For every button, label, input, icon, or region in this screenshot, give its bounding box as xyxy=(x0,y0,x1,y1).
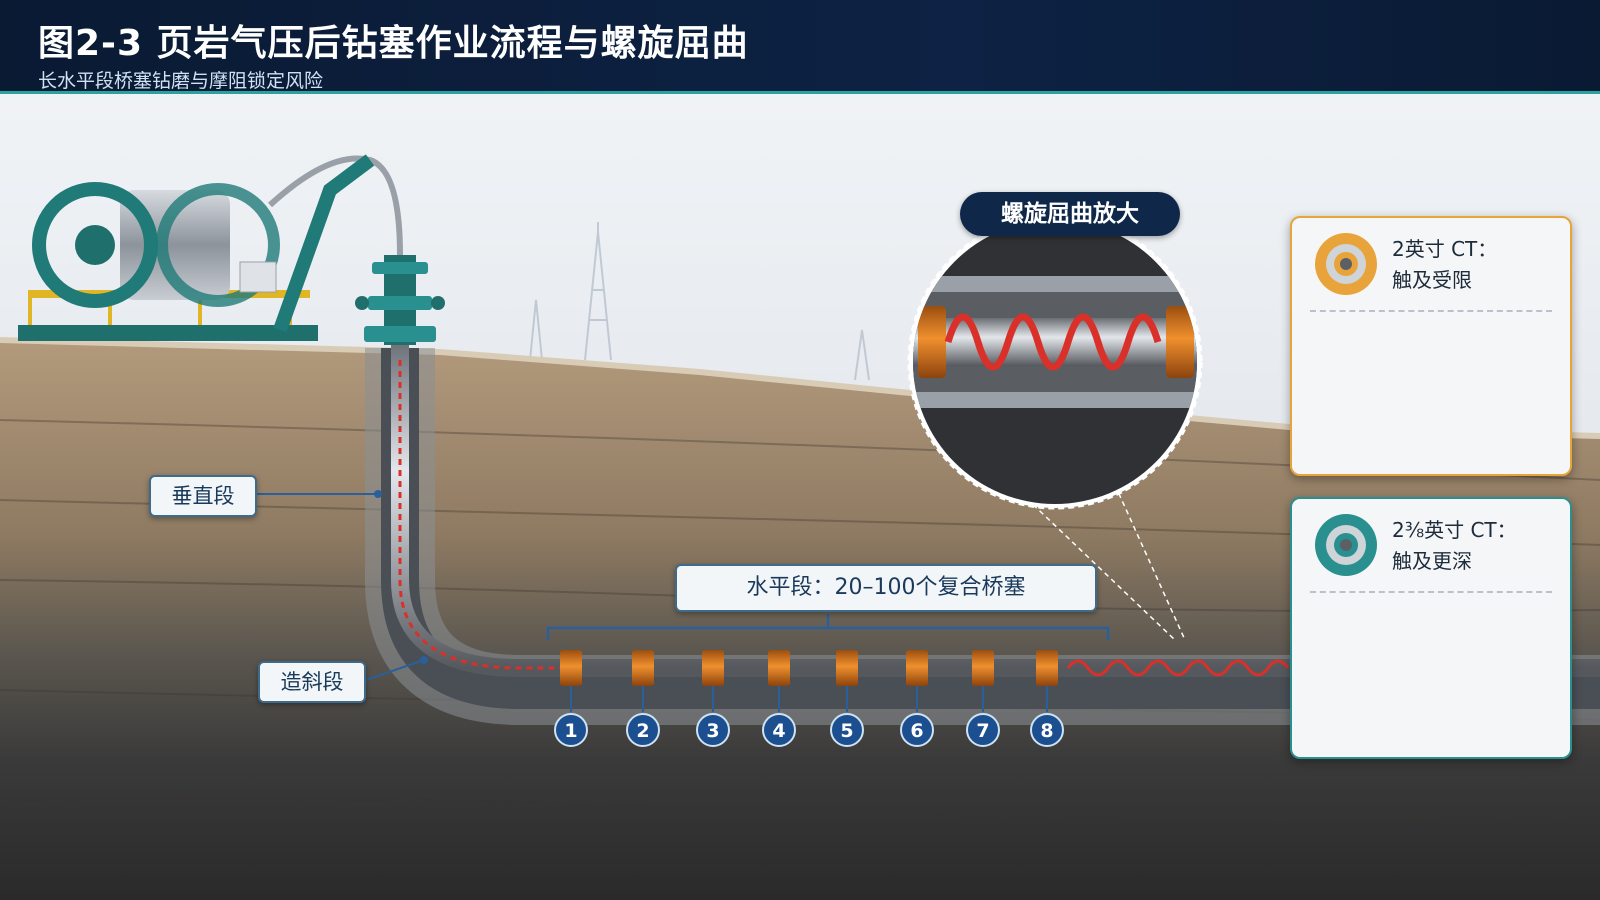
card-title: 2英寸 CT： xyxy=(1392,237,1498,261)
horizontal-bracket xyxy=(546,614,1110,640)
page-subtitle: 长水平段桥塞钻磨与摩阻锁定风险 xyxy=(38,70,324,92)
tubing-cross-section-icon xyxy=(1315,514,1377,576)
page-title: 图2-3 页岩气压后钻塞作业流程与螺旋屈曲 xyxy=(38,23,749,64)
card-divider xyxy=(1310,310,1552,312)
card-divider xyxy=(1310,591,1552,593)
bridge-plugs xyxy=(560,650,1058,686)
wellhead xyxy=(267,155,445,345)
plug-markers: 1 2 3 4 5 6 7 xyxy=(554,686,1064,747)
plug-marker-6: 6 xyxy=(900,686,934,747)
plug-marker-3: 3 xyxy=(696,686,730,747)
plug-number: 5 xyxy=(840,720,853,742)
plug-marker-4: 4 xyxy=(762,686,796,747)
plug-number: 1 xyxy=(564,720,577,742)
horizontal-section-label: 水平段：20–100个复合桥塞 xyxy=(675,564,1097,612)
plug-number: 6 xyxy=(910,720,923,742)
plug-number: 8 xyxy=(1040,720,1053,742)
zoom-title: 螺旋屈曲放大 xyxy=(960,192,1180,236)
plug-number: 4 xyxy=(772,720,785,742)
card-text: 2英寸 CT： 触及受限 xyxy=(1392,234,1497,296)
plug-marker-2: 2 xyxy=(626,686,660,747)
card-text: 2⅜英寸 CT： 触及更深 xyxy=(1392,515,1517,577)
vertical-section-label: 垂直段 xyxy=(149,475,257,517)
ct-2-3-8in-card: 2⅜英寸 CT： 触及更深 xyxy=(1290,497,1572,759)
helical-buckling-wave xyxy=(1066,659,1290,677)
plug-number: 3 xyxy=(706,720,719,742)
card-desc: 触及受限 xyxy=(1392,268,1472,292)
coil-tubing-unit xyxy=(18,154,375,341)
plug-marker-8: 8 xyxy=(1030,686,1064,747)
plug-marker-5: 5 xyxy=(830,686,864,747)
distant-rigs xyxy=(529,222,870,381)
plug-number: 2 xyxy=(636,720,649,742)
plug-number: 7 xyxy=(976,720,989,742)
card-title: 2⅜英寸 CT： xyxy=(1392,518,1517,542)
plug-marker-7: 7 xyxy=(966,686,1000,747)
card-desc: 触及更深 xyxy=(1392,549,1472,573)
tubing-cross-section-icon xyxy=(1315,233,1377,295)
build-section-label: 造斜段 xyxy=(258,661,366,703)
header-bar: 图2-3 页岩气压后钻塞作业流程与螺旋屈曲 长水平段桥塞钻磨与摩阻锁定风险 xyxy=(0,0,1600,94)
zoom-helix xyxy=(944,313,1162,371)
plug-marker-1: 1 xyxy=(554,686,588,747)
ct-2in-card: 2英寸 CT： 触及受限 xyxy=(1290,216,1572,476)
